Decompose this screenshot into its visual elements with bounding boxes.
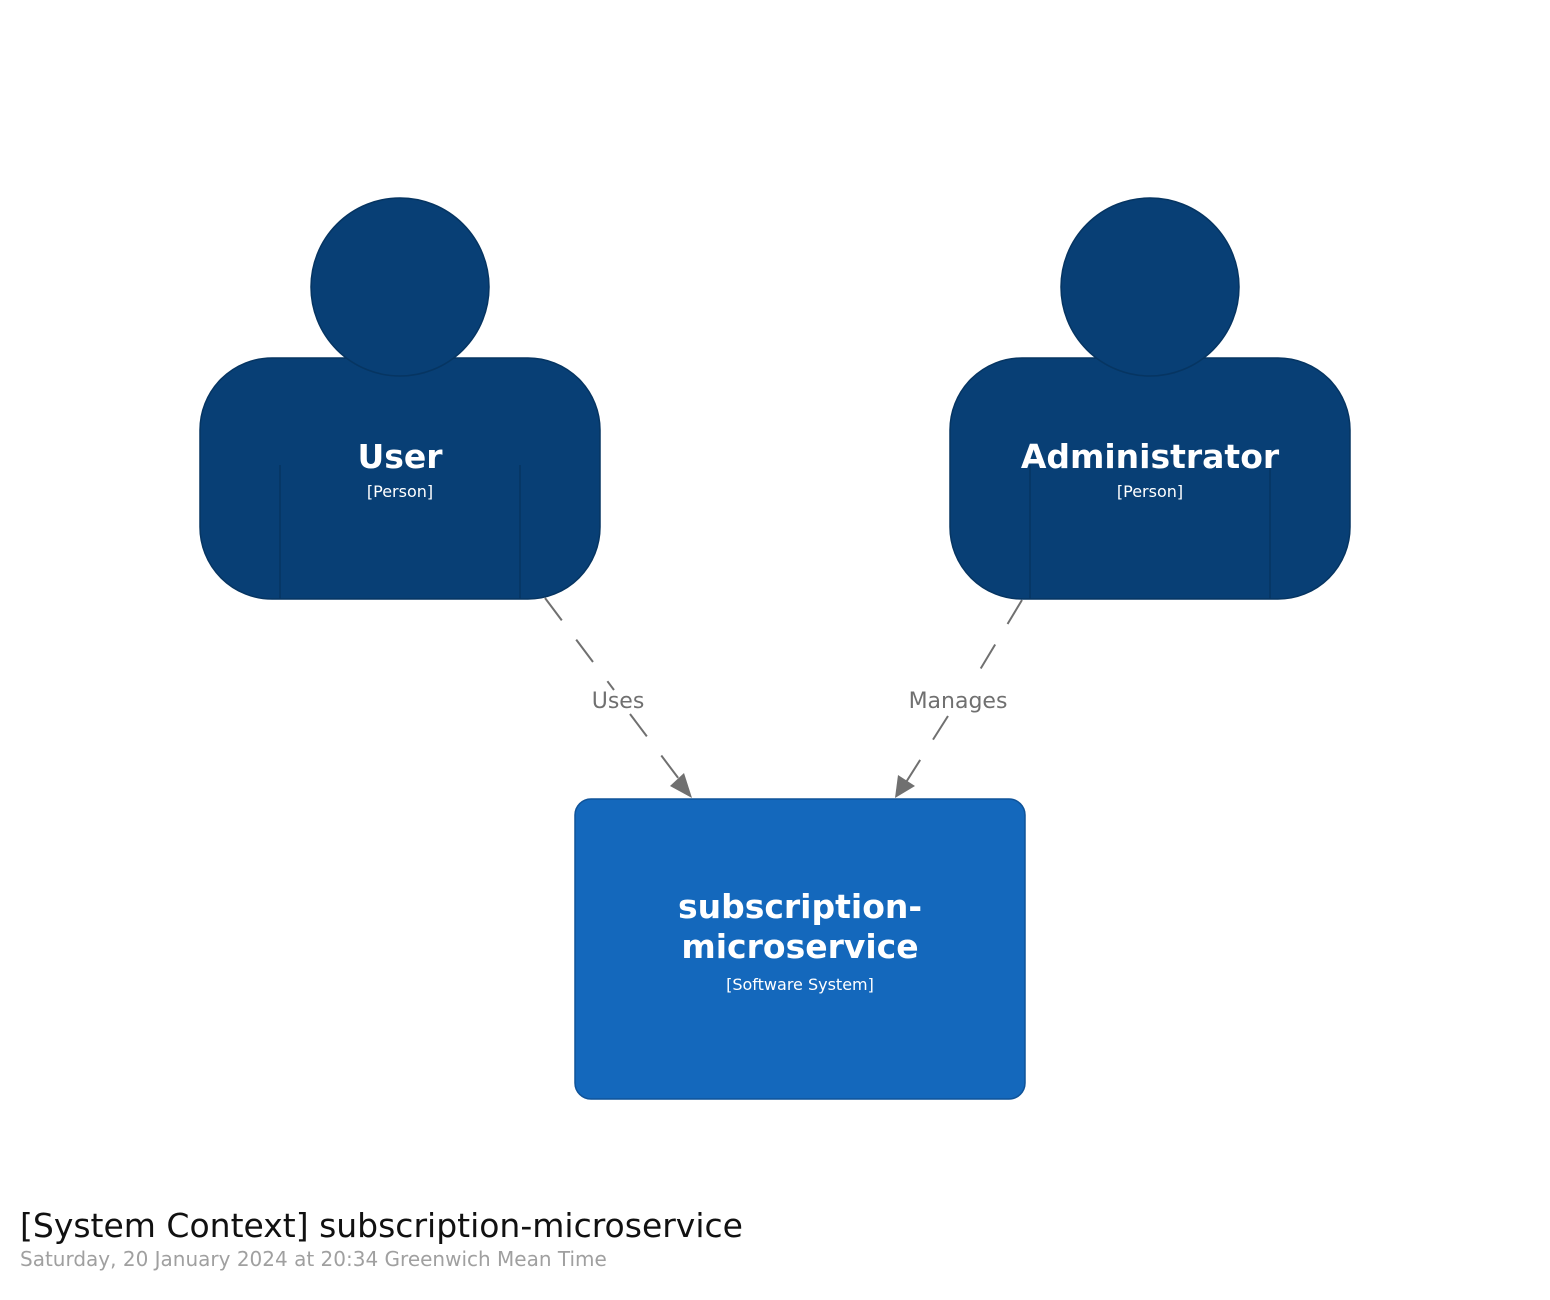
edge-uses-arrowhead	[670, 773, 692, 798]
diagram-footer: [System Context] subscription-microservi…	[20, 1206, 1520, 1272]
edge-uses[interactable]: Uses	[544, 597, 692, 798]
person-head	[310, 197, 490, 377]
edge-manages[interactable]: Manages	[895, 599, 1023, 798]
person-body	[949, 357, 1351, 600]
diagram-title: [System Context] subscription-microservi…	[20, 1206, 743, 1245]
edge-uses-line	[544, 597, 615, 691]
node-user[interactable]: User [Person]	[199, 197, 601, 600]
edge-manages-label: Manages	[909, 689, 1008, 714]
person-icon	[949, 197, 1351, 600]
edge-manages-line	[971, 599, 1023, 684]
node-administrator-name: Administrator	[1021, 437, 1280, 476]
diagram-date: Saturday, 20 January 2024 at 20:34 Green…	[20, 1247, 607, 1271]
node-administrator[interactable]: Administrator [Person]	[949, 197, 1351, 600]
node-system-name-line1: subscription-	[678, 887, 922, 926]
node-subscription-microservice[interactable]: subscription- microservice [Software Sys…	[574, 798, 1026, 1100]
node-system-type: [Software System]	[726, 975, 874, 994]
person-icon	[199, 197, 601, 600]
edge-uses-line-lower	[629, 713, 686, 788]
person-body	[199, 357, 601, 600]
node-user-type: [Person]	[367, 482, 433, 501]
system-box	[574, 798, 1026, 1100]
node-user-name: User	[357, 437, 443, 476]
edge-uses-label: Uses	[592, 689, 645, 714]
node-system-name-line2: microservice	[681, 927, 918, 966]
edge-manages-arrowhead	[895, 775, 915, 798]
edge-manages-line-lower	[902, 715, 949, 788]
node-administrator-type: [Person]	[1117, 482, 1183, 501]
person-head	[1060, 197, 1240, 377]
